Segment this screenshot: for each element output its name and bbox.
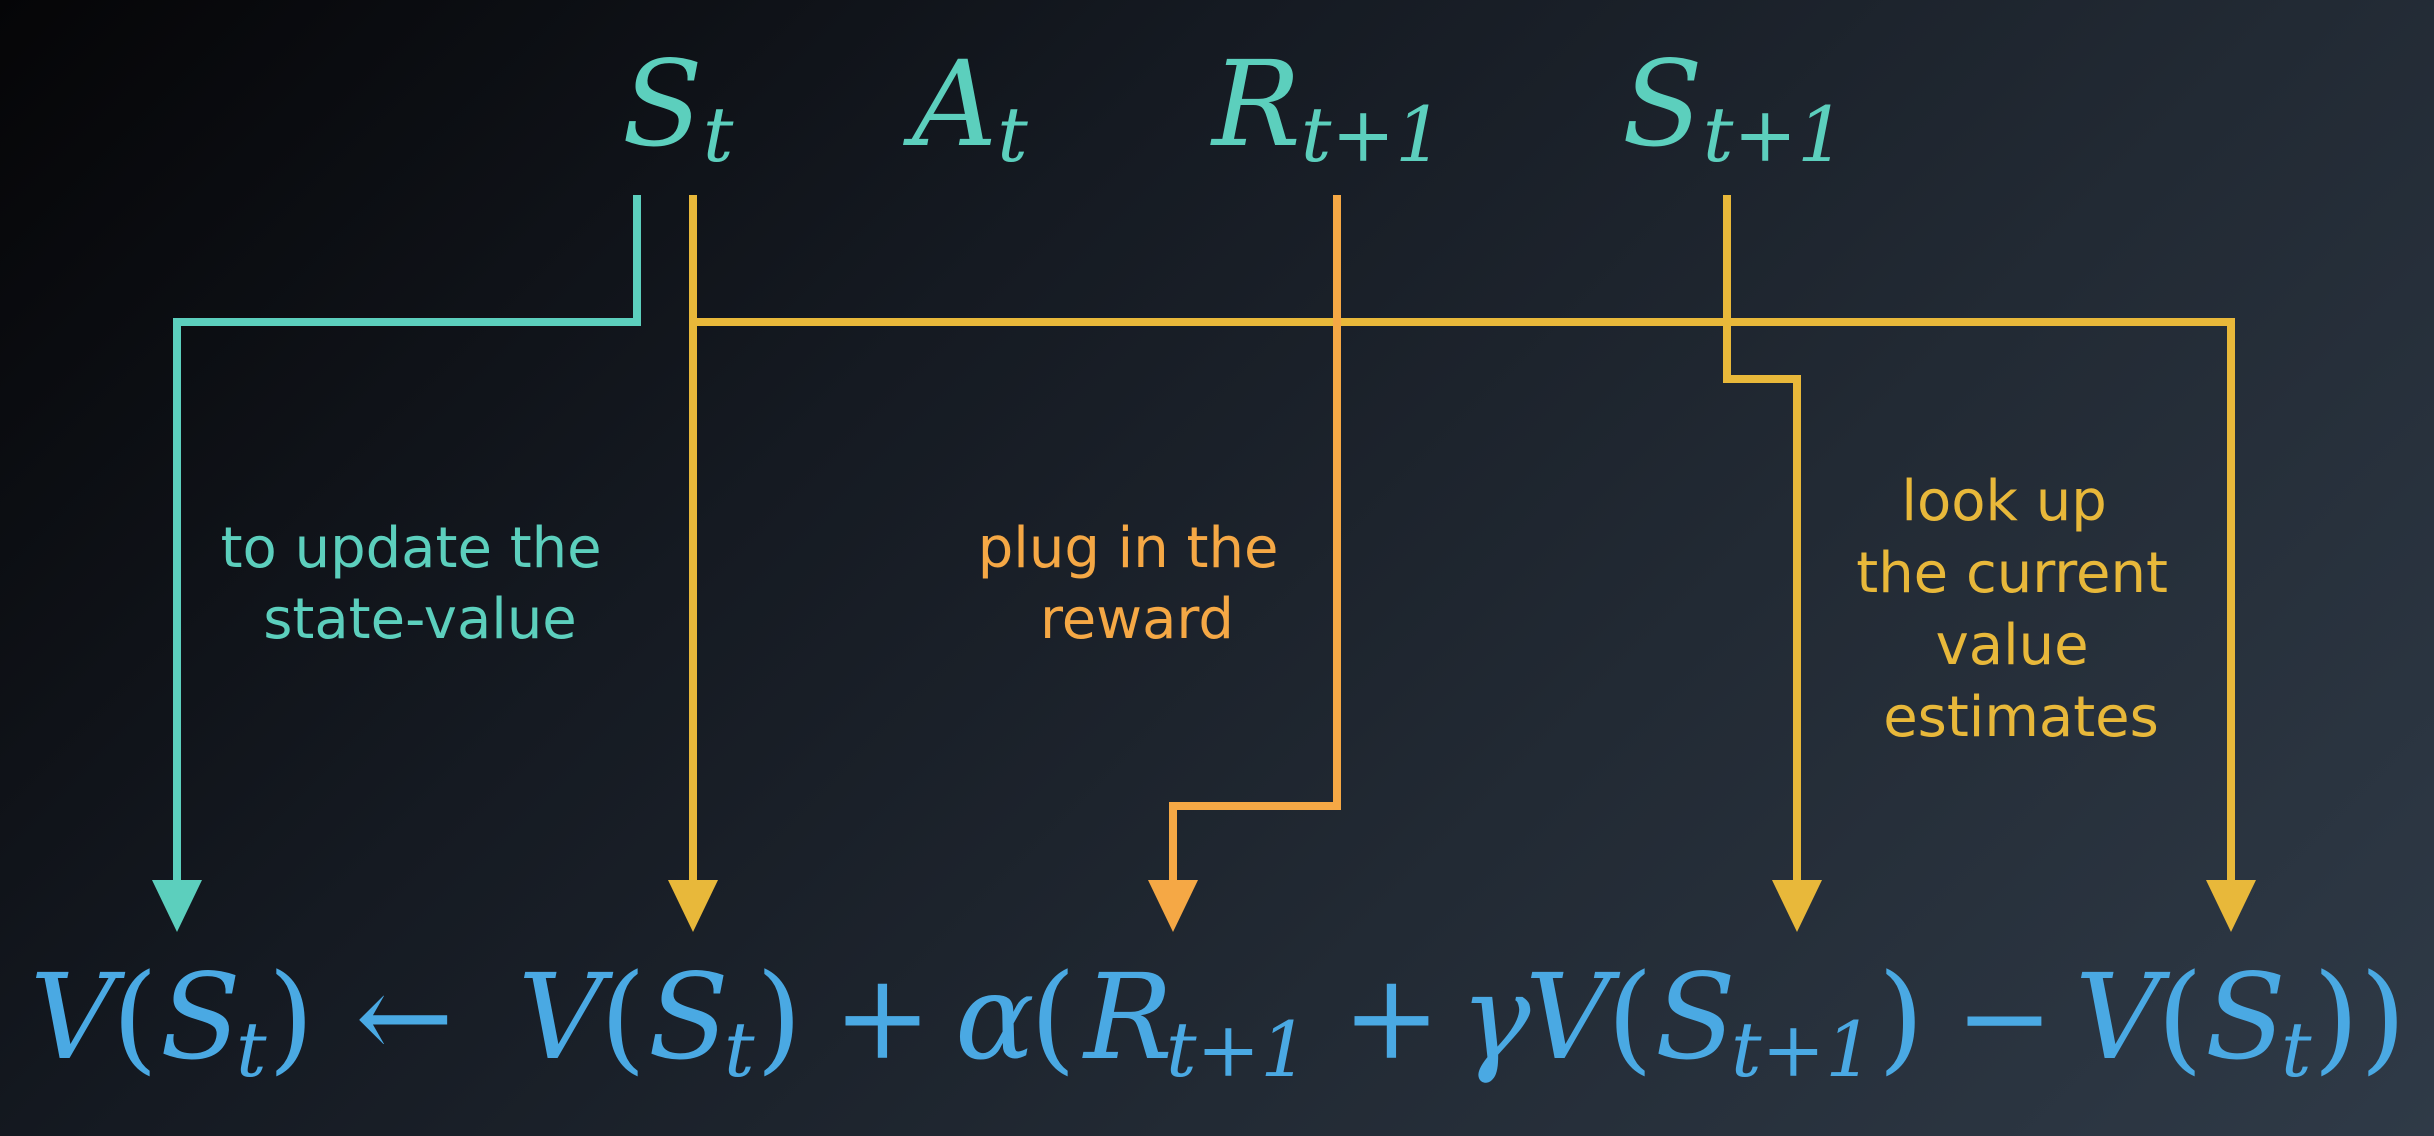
eq-v2: V: [518, 948, 614, 1086]
symbol-s-t1-sub: t+1: [1703, 90, 1846, 179]
symbol-s-t: St: [622, 35, 734, 179]
eq-plus-1: +: [833, 948, 932, 1086]
orange-connector: [1169, 195, 1341, 895]
eq-paren-close-1: ): [268, 948, 314, 1086]
eq-arrow: ←: [355, 948, 454, 1086]
teal-annotation-line-1: to update the: [221, 516, 602, 581]
symbol-r-t1-base: R: [1210, 35, 1301, 173]
eq-paren-open-1: (: [112, 948, 158, 1086]
eq-alpha: α: [955, 948, 1035, 1086]
eq-v3: V: [1525, 948, 1621, 1086]
eq-paren-open-2: (: [600, 948, 646, 1086]
eq-s2-sub: t: [724, 1005, 755, 1094]
teal-connector: [173, 195, 641, 895]
eq-paren-close-3: ): [2360, 948, 2406, 1086]
gold-annotation-line-1: look up: [1901, 469, 2106, 534]
eq-r-sub: t+1: [1166, 1005, 1309, 1094]
gold-connector-bar: [693, 318, 2235, 895]
symbol-r-t1-sub: t+1: [1301, 90, 1444, 179]
gold-arrowhead-1: [668, 880, 718, 932]
top-symbols: St At Rt+1 St+1: [622, 35, 1845, 179]
symbol-r-t1: Rt+1: [1210, 35, 1443, 179]
eq-r: R: [1082, 948, 1173, 1086]
eq-minus: −: [1955, 948, 2054, 1086]
eq-plus-2: +: [1342, 948, 1441, 1086]
eq-s1-sub: t: [236, 1005, 267, 1094]
eq-v1: V: [30, 948, 126, 1086]
symbol-a-t-base: A: [903, 35, 997, 173]
symbol-a-t: At: [903, 35, 1028, 179]
gold-annotation-line-4: estimates: [1883, 685, 2159, 750]
eq-gamma: γ: [1460, 948, 1531, 1086]
eq-paren-open-5: (: [2157, 948, 2203, 1086]
orange-annotation-line-2: reward: [1040, 587, 1234, 652]
orange-arrowhead: [1148, 880, 1198, 932]
symbol-s-t1-base: S: [1622, 35, 1703, 173]
teal-arrowhead: [152, 880, 202, 932]
eq-paren-open-3: (: [1030, 948, 1076, 1086]
gold-annotation-line-2: the current: [1856, 541, 2168, 606]
eq-paren-open-4: (: [1607, 948, 1653, 1086]
gold-arrowhead-3: [2206, 880, 2256, 932]
orange-annotation-line-1: plug in the: [978, 516, 1279, 581]
symbol-s-t-base: S: [622, 35, 703, 173]
gold-annotation: look up the current value estimates: [1856, 469, 2186, 750]
teal-annotation-line-2: state-value: [263, 587, 577, 652]
eq-paren-close-2: ): [756, 948, 802, 1086]
eq-s3-sub: t+1: [1731, 1005, 1874, 1094]
eq-s1: S: [160, 948, 241, 1086]
teal-annotation: to update the state-value: [221, 516, 620, 652]
td-update-equation: V ( S t ) ← V ( S t ) + α ( R t+1 + γ V …: [30, 948, 2406, 1094]
symbol-s-t-sub: t: [703, 90, 734, 179]
symbol-s-t1: St+1: [1622, 35, 1845, 179]
gold-arrowhead-2: [1772, 880, 1822, 932]
gold-annotation-line-3: value: [1936, 613, 2089, 678]
eq-s4: S: [2205, 948, 2286, 1086]
eq-s2: S: [648, 948, 729, 1086]
symbol-a-t-sub: t: [997, 90, 1028, 179]
arrowheads: [152, 880, 2256, 932]
eq-paren-close-4: ): [1878, 948, 1924, 1086]
eq-paren-close-5: ): [2313, 948, 2359, 1086]
eq-v4: V: [2075, 948, 2171, 1086]
eq-s3: S: [1655, 948, 1736, 1086]
eq-s4-sub: t: [2281, 1005, 2312, 1094]
gold-connector-st1: [1723, 195, 1801, 895]
orange-annotation: plug in the reward: [978, 516, 1297, 652]
